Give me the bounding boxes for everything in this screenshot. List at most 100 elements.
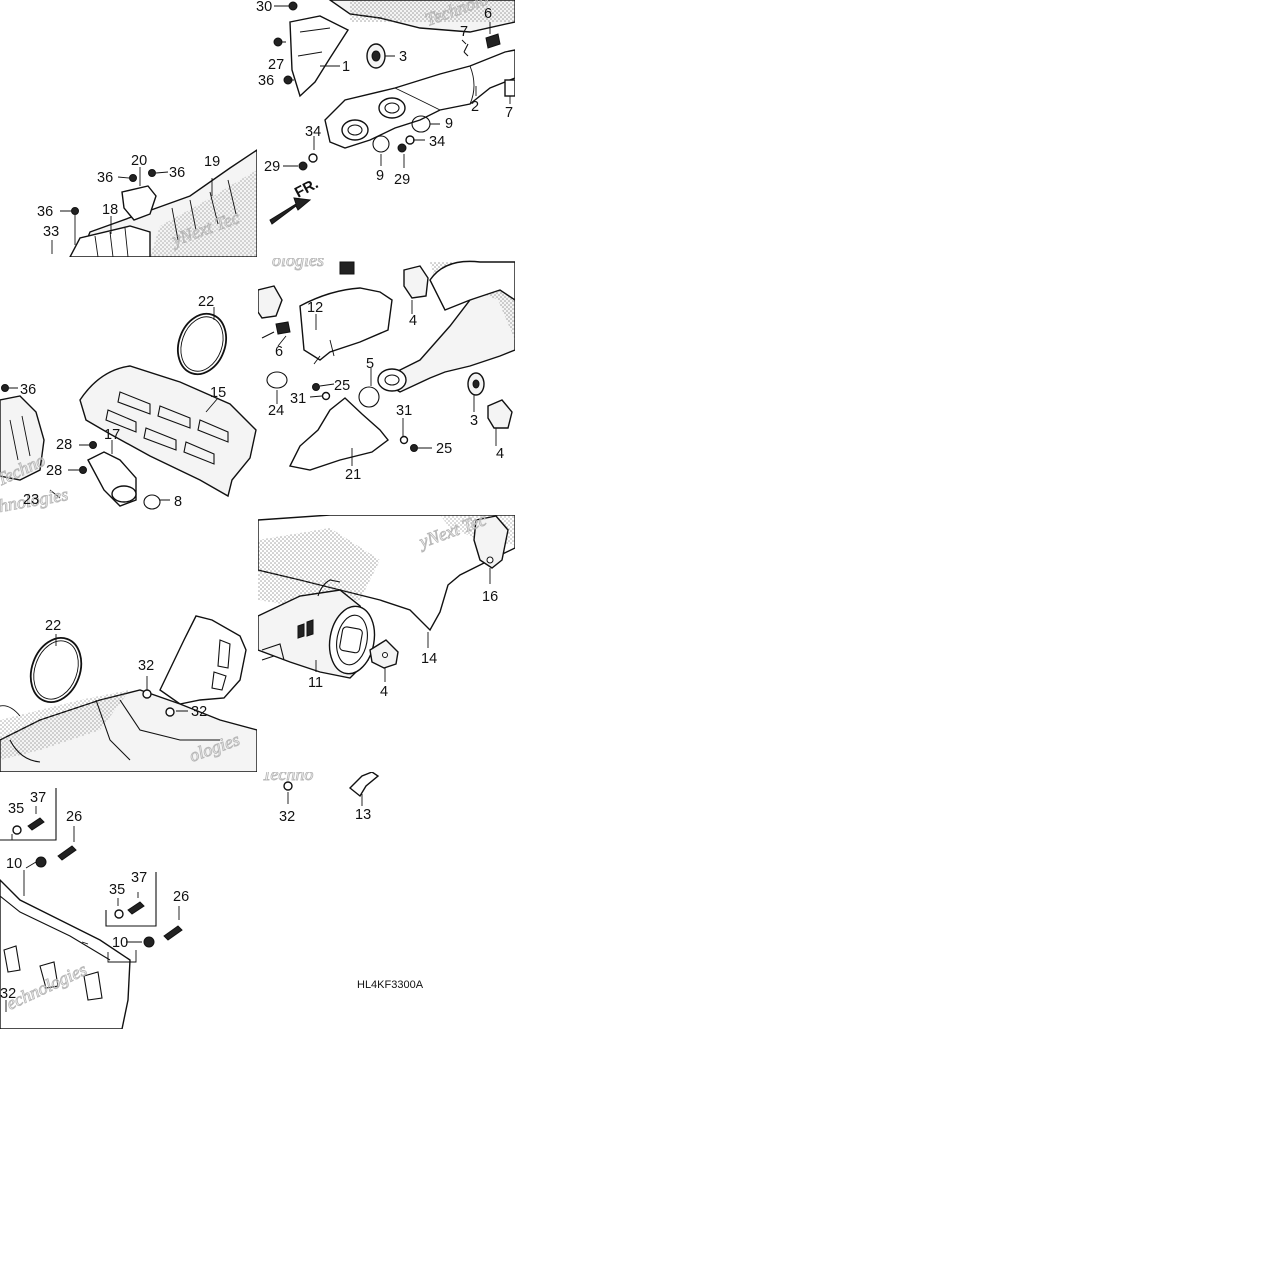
washer-32c <box>283 781 293 791</box>
direction-label: FR. <box>292 175 321 201</box>
bolt-36d <box>1 384 9 392</box>
callout: 30 <box>256 0 272 15</box>
callout: 21 <box>345 467 361 483</box>
callout: 4 <box>380 684 388 700</box>
callouts-panel-4: 22 36 15 17 28 28 23 8 <box>20 294 226 510</box>
heat-shield-12 <box>299 287 393 361</box>
watermark-text: ologies <box>272 250 324 270</box>
callout: 29 <box>264 159 280 175</box>
callouts-panel-7: 32 13 <box>279 807 371 825</box>
callout: 6 <box>484 6 492 22</box>
callout: 14 <box>421 651 437 667</box>
bolt-37b <box>127 901 145 915</box>
callout: 5 <box>366 356 374 372</box>
callout: 36 <box>258 73 274 89</box>
nut-34b <box>405 135 415 145</box>
gasket-8 <box>143 494 161 510</box>
heat-shield-21 <box>288 397 389 471</box>
nut-10a <box>35 856 47 868</box>
callout: 22 <box>198 294 214 310</box>
callout: 32 <box>279 809 295 825</box>
callout: 31 <box>290 391 306 407</box>
callout: 19 <box>204 154 220 170</box>
callout: 23 <box>23 492 39 508</box>
figure-code: HL4KF3300A <box>357 979 424 991</box>
callout: 36 <box>97 170 113 186</box>
callout: 7 <box>460 24 468 40</box>
muffler-top-right <box>429 260 515 311</box>
bracket-1 <box>289 15 350 98</box>
bolt-30 <box>288 1 298 11</box>
heat-shield-13 <box>348 772 380 798</box>
muffler-end-cap <box>328 605 376 675</box>
callout: 17 <box>104 427 120 443</box>
callout: 22 <box>45 618 61 634</box>
callout: 1 <box>342 59 350 75</box>
ring-24 <box>266 371 288 389</box>
bracket-heat-shield <box>159 615 247 705</box>
callouts-panel-6: 22 32 32 <box>45 618 207 720</box>
nut-35a <box>12 825 22 835</box>
flange-5 <box>377 368 407 392</box>
spring-6 <box>485 33 501 49</box>
flange-ring <box>341 119 369 141</box>
callout: 28 <box>46 463 62 479</box>
callout: 35 <box>8 801 24 817</box>
callout: 32 <box>138 658 154 674</box>
bolt-28a <box>89 441 97 449</box>
hanger-4-top <box>403 265 429 299</box>
center-pipe-body <box>378 287 515 393</box>
callout: 9 <box>376 168 384 184</box>
callout: 9 <box>445 116 453 132</box>
callout: 32 <box>0 986 16 1002</box>
panel-rear-cover: echnologies <box>0 788 183 1029</box>
bolt-28b <box>79 466 87 474</box>
callout: 28 <box>56 437 72 453</box>
washer-32b <box>165 707 175 717</box>
bolt-26b <box>163 925 183 941</box>
callout: 13 <box>355 807 371 823</box>
callout: 35 <box>109 882 125 898</box>
gasket-5 <box>358 386 380 408</box>
bracket-20 <box>121 185 157 221</box>
panel-catalytic-cover: yNext Tec <box>51 149 257 257</box>
hanger-4-bottom <box>487 399 513 429</box>
callout: 3 <box>470 413 478 429</box>
nut-34a <box>308 153 318 163</box>
callout: 2 <box>471 99 479 115</box>
callout: 27 <box>268 57 284 73</box>
callouts-panel-8: 35 37 26 10 37 35 26 10 32 <box>0 790 189 1002</box>
callout: 26 <box>173 889 189 905</box>
callout: 25 <box>334 378 350 394</box>
nut-35b <box>114 909 124 919</box>
gasket-9b <box>372 135 390 153</box>
panel-center-pipe: ologies <box>258 250 515 471</box>
hanger-16 <box>473 515 509 569</box>
nut-10b <box>143 936 155 948</box>
shield-left-partial <box>0 395 45 481</box>
washer-31b <box>399 435 409 445</box>
washer-31a <box>321 391 331 401</box>
callouts-panel-1: 30 6 3 7 27 1 36 2 7 34 9 29 34 9 29 <box>256 0 513 188</box>
bracket-box-top <box>0 788 57 841</box>
callout: 16 <box>482 589 498 605</box>
callout: 3 <box>399 49 407 65</box>
callout: 26 <box>66 809 82 825</box>
panel-heat-shield-rear: ologies <box>0 615 257 772</box>
callout: 29 <box>394 172 410 188</box>
ring-22a <box>177 312 227 376</box>
muffler-pattern <box>297 619 314 639</box>
bolt-37a <box>27 817 45 831</box>
callouts-panel-2: 20 36 36 19 36 18 33 <box>37 153 220 240</box>
callout: 4 <box>496 446 504 462</box>
nut-29b <box>397 143 407 153</box>
callout: 11 <box>308 675 323 691</box>
ring-22b <box>29 637 83 703</box>
callout: 15 <box>210 385 226 401</box>
callout: 36 <box>169 165 185 181</box>
callout: 18 <box>102 202 118 218</box>
callout: 10 <box>6 856 22 872</box>
callout: 25 <box>436 441 452 457</box>
callouts-panel-3: 12 4 6 5 25 31 24 3 31 25 21 4 <box>268 300 504 483</box>
